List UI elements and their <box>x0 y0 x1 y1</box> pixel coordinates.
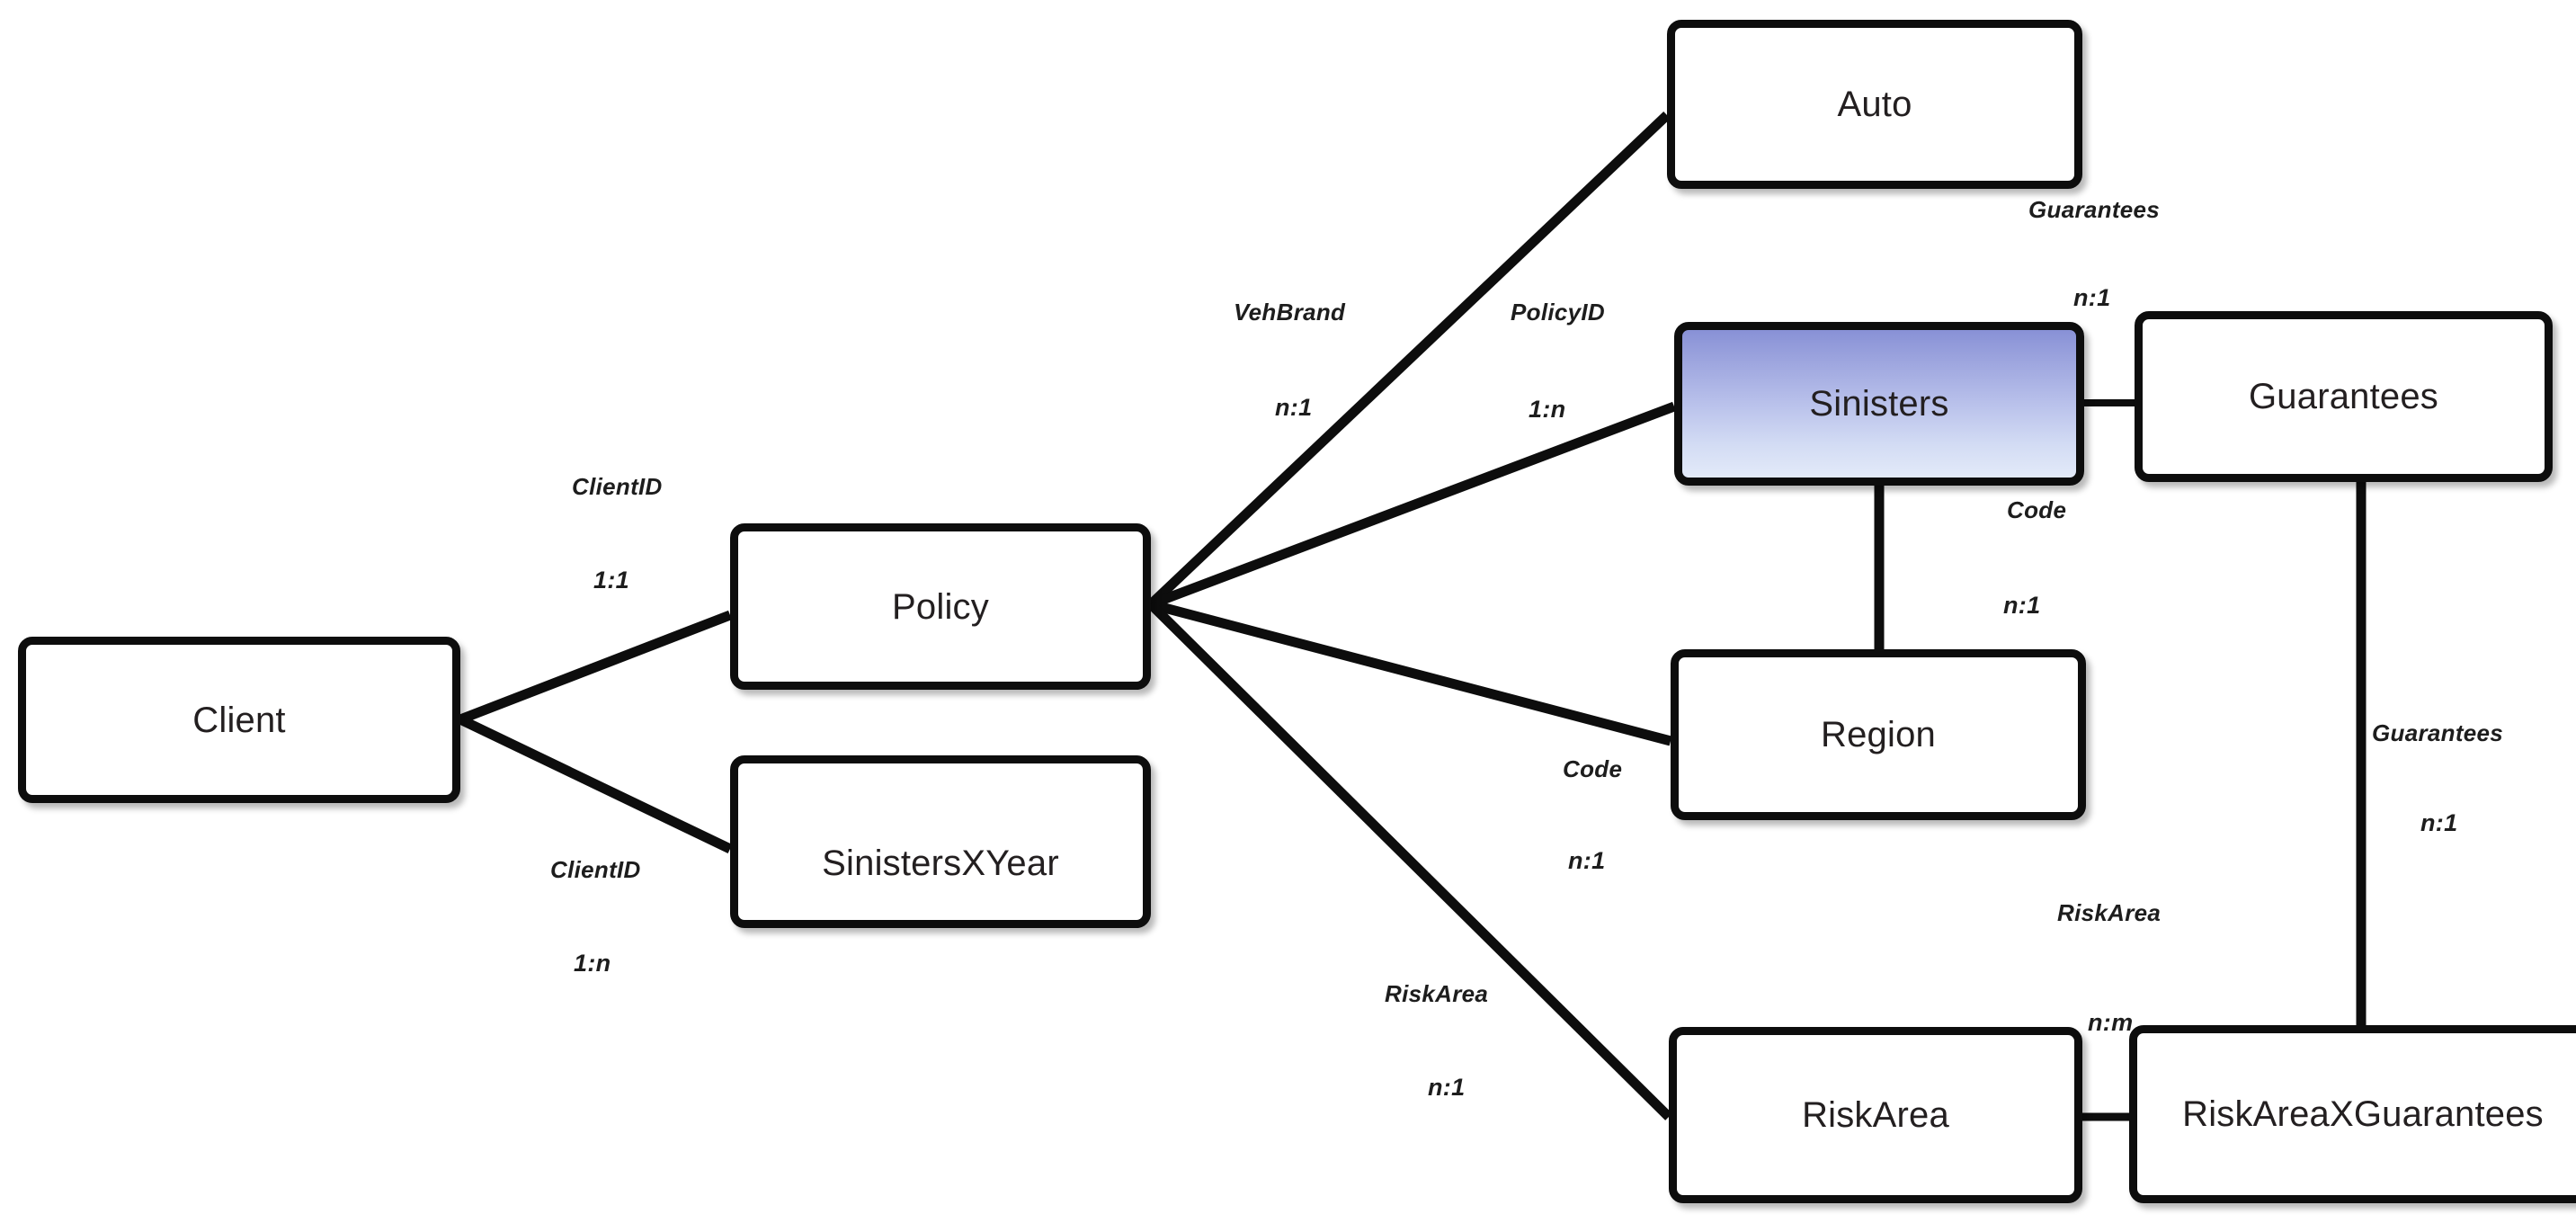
edge-attr-policy-riskarea: RiskArea <box>1385 980 1489 1007</box>
entity-label-client: Client <box>192 700 286 740</box>
edge-policy-region <box>1149 599 1672 746</box>
entity-riskareaxguarantees[interactable]: RiskAreaXGuarantees <box>2129 1025 2576 1203</box>
edge-attr-guarantees-riskareaxguarantees: Guarantees <box>2372 719 2504 746</box>
entity-sinistersxyear[interactable]: SinistersXYear <box>730 755 1151 928</box>
edge-card-policy-auto: n:1 <box>1275 394 1313 421</box>
edge-attr-client-policy: ClientID <box>572 473 663 500</box>
edge-attr-sinisters-region: Code <box>2007 496 2067 523</box>
entity-label-auto: Auto <box>1837 85 1912 124</box>
entity-label-region: Region <box>1821 715 1936 754</box>
edge-card-guarantees-riskareaxguarantees: n:1 <box>2420 809 2458 836</box>
entity-label-sinistersxyear: SinistersXYear <box>822 844 1059 883</box>
edge-card-sinisters-region: n:1 <box>2003 592 2041 619</box>
edge-policy-riskarea <box>1147 601 1672 1120</box>
entity-riskarea[interactable]: RiskArea <box>1669 1027 2082 1203</box>
entity-sinisters[interactable]: Sinisters <box>1674 322 2084 486</box>
edge-card-policy-sinisters: 1:n <box>1529 396 1566 423</box>
entity-auto[interactable]: Auto <box>1667 20 2082 189</box>
edge-attr-policy-region: Code <box>1563 755 1623 782</box>
edge-card-policy-region: n:1 <box>1568 847 1606 874</box>
edge-attr-sinisters-guarantees: Guarantees <box>2028 196 2161 223</box>
edge-card-riskarea-riskareaxguarantees: n:m <box>2088 1009 2134 1036</box>
edge-card-policy-riskarea: n:1 <box>1428 1074 1466 1101</box>
edge-client-policy <box>459 610 732 725</box>
edge-policy-auto <box>1147 112 1671 608</box>
entity-policy[interactable]: Policy <box>730 523 1151 690</box>
entity-label-riskareaxguarantees: RiskAreaXGuarantees <box>2182 1094 2544 1134</box>
entity-guarantees[interactable]: Guarantees <box>2135 311 2553 482</box>
edge-attr-policy-sinisters: PolicyID <box>1511 299 1605 326</box>
edge-card-sinisters-guarantees: n:1 <box>2073 284 2111 311</box>
edge-client-sinistersxyear <box>458 715 733 853</box>
edge-attr-riskarea-riskareaxguarantees: RiskArea <box>2057 899 2162 926</box>
edge-card-client-sinistersxyear: 1:n <box>574 950 611 977</box>
edge-card-client-policy: 1:1 <box>593 567 629 594</box>
edge-policy-sinisters <box>1149 401 1676 610</box>
edge-attr-policy-auto: VehBrand <box>1234 299 1346 326</box>
entity-label-sinisters: Sinisters <box>1809 384 1949 424</box>
edge-attr-client-sinistersxyear: ClientID <box>550 856 641 883</box>
entity-label-riskarea: RiskArea <box>1802 1095 1949 1135</box>
entity-region[interactable]: Region <box>1671 649 2086 820</box>
entity-label-policy: Policy <box>892 586 989 627</box>
entity-label-guarantees: Guarantees <box>2248 377 2439 416</box>
entity-client[interactable]: Client <box>18 637 460 803</box>
